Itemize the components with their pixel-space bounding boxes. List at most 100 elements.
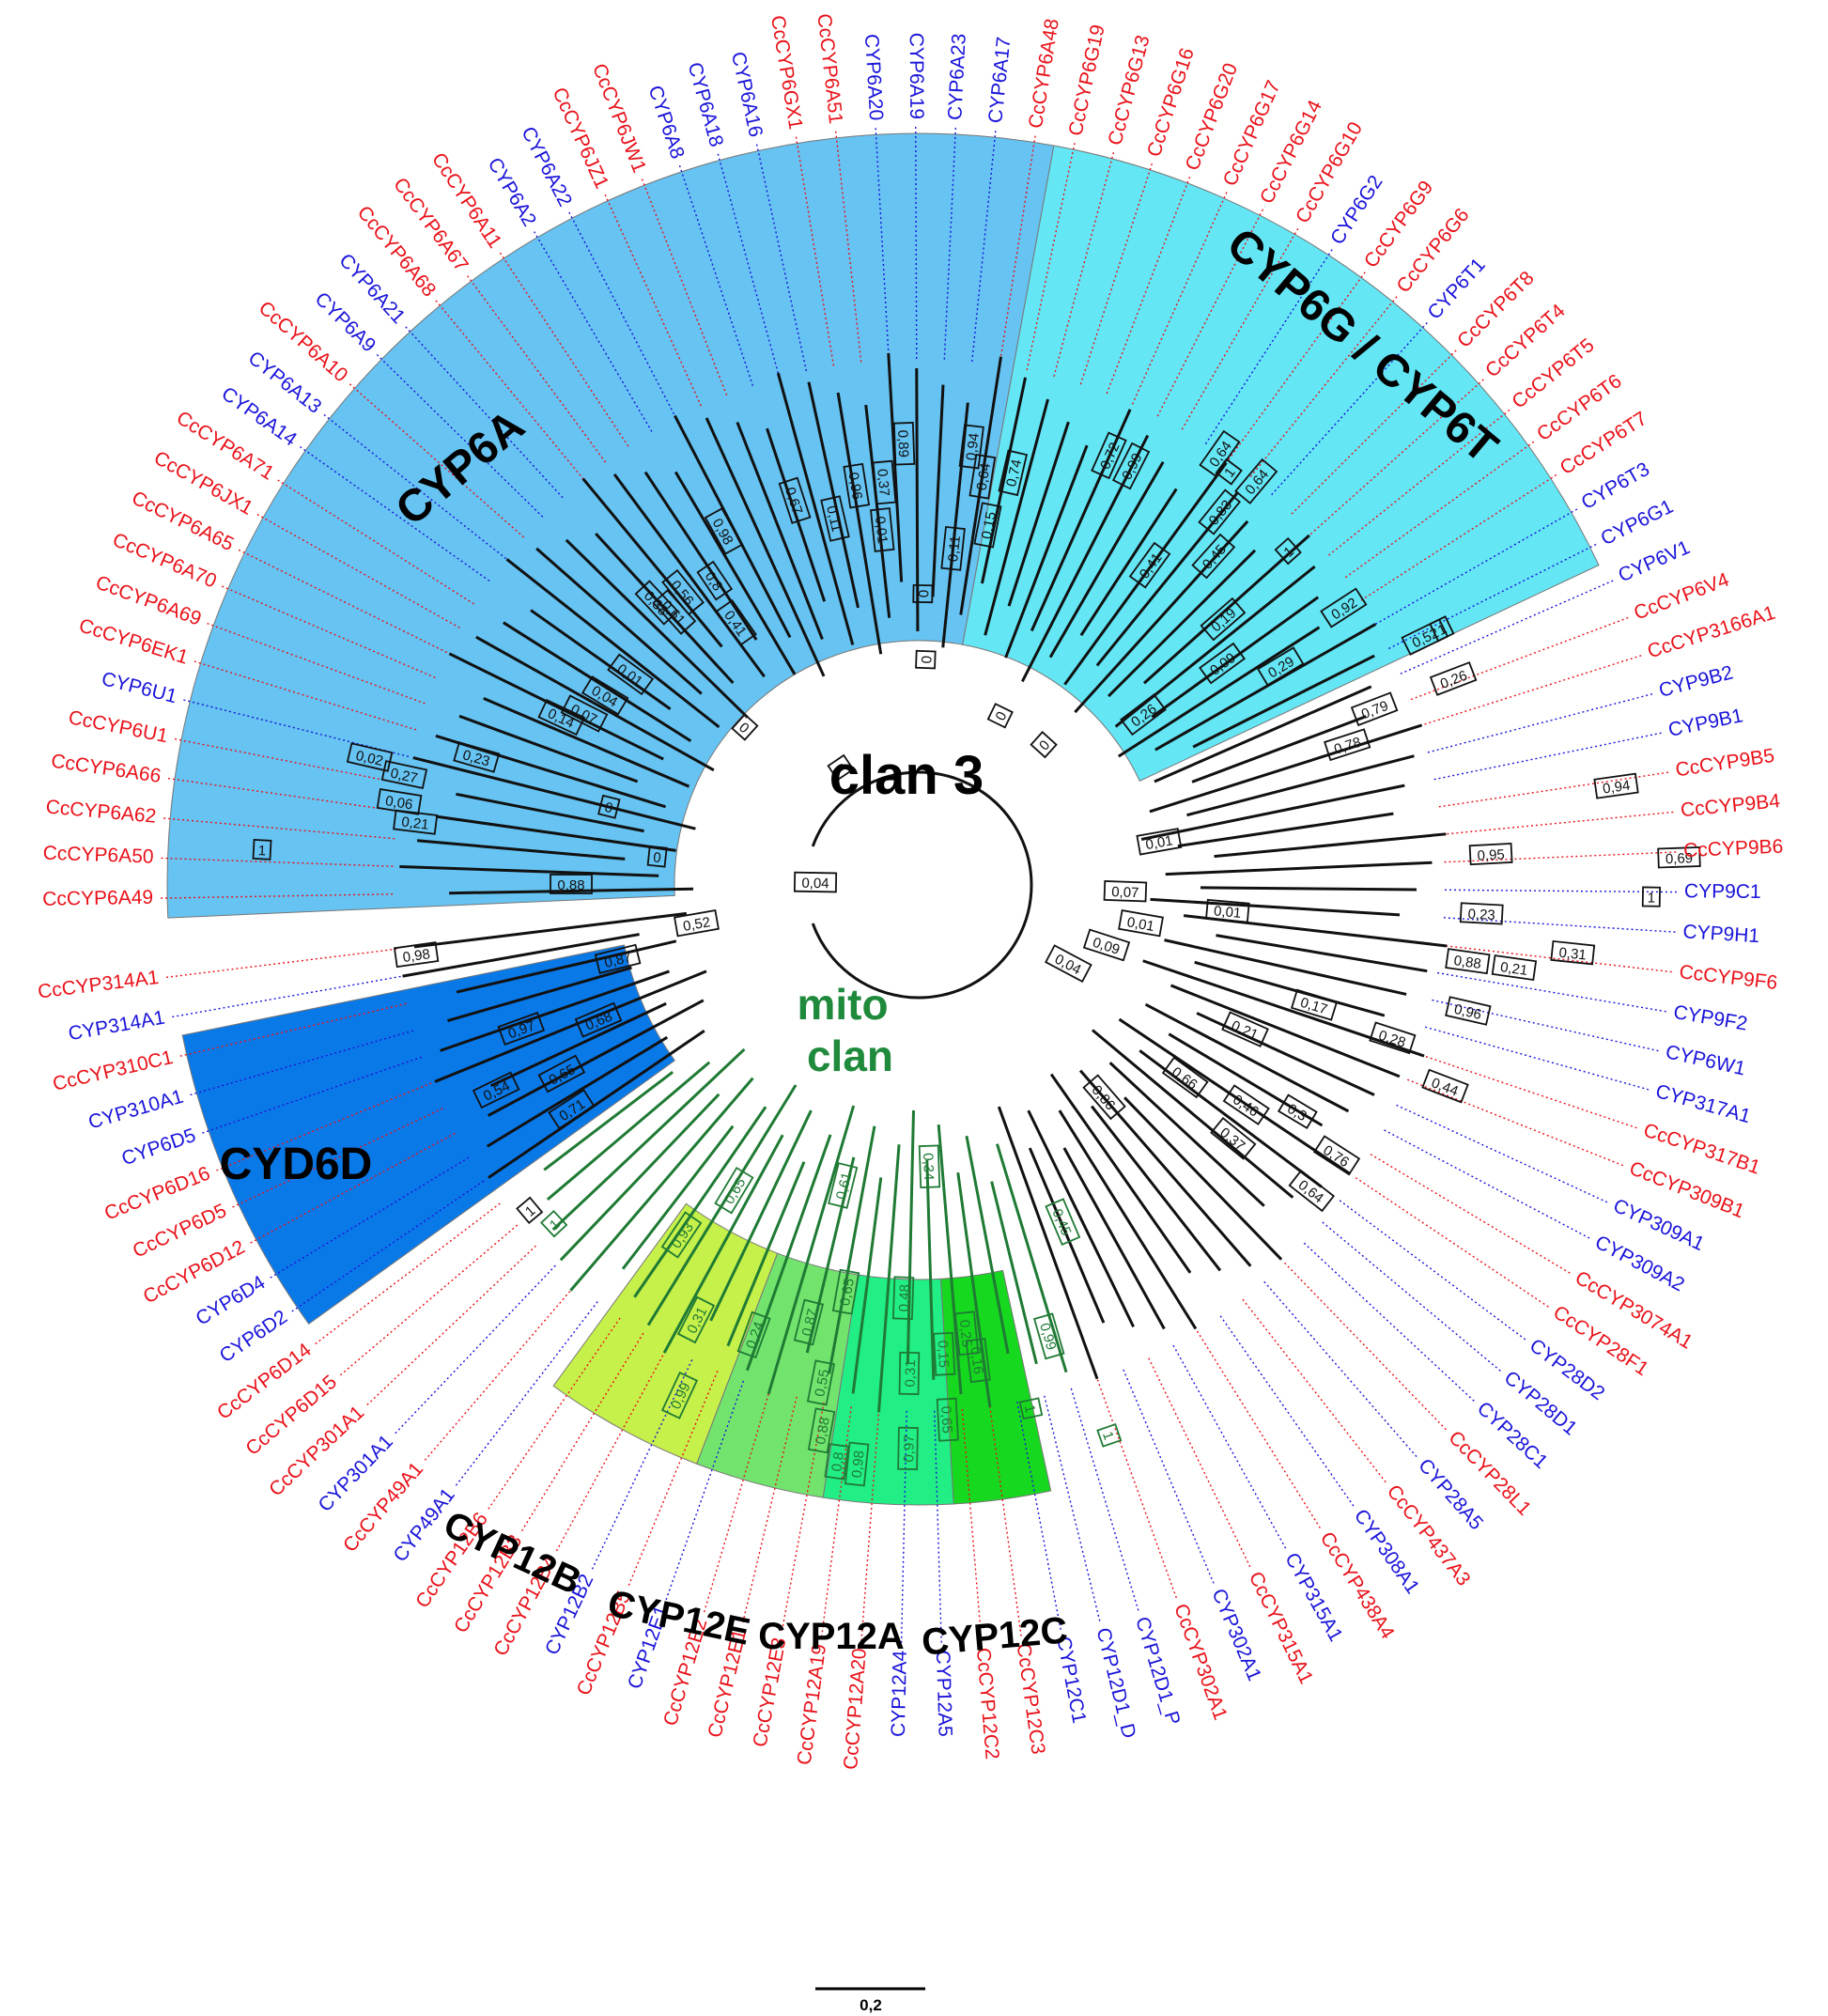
leaf-label: CYP310A1 — [86, 1086, 186, 1134]
branch — [399, 864, 659, 877]
branch — [767, 1105, 856, 1395]
svg-text:0,87: 0,87 — [799, 1308, 822, 1338]
svg-text:0,88: 0,88 — [557, 877, 584, 893]
branch — [546, 1061, 711, 1202]
branch — [1063, 461, 1228, 686]
leaf-connector — [1438, 771, 1671, 808]
svg-text:0,23: 0,23 — [1467, 907, 1495, 924]
support-value: 0,02 — [346, 742, 394, 772]
support-value: 0,87 — [793, 1298, 825, 1346]
svg-text:0,69: 0,69 — [1665, 850, 1694, 867]
tree-branches — [399, 352, 1448, 1413]
branch — [1114, 565, 1316, 728]
branch — [1191, 715, 1367, 783]
leaf-connector — [641, 177, 728, 395]
branch — [1062, 1147, 1166, 1330]
leaf-label: CcCYP314A1 — [37, 967, 160, 1003]
leaf-connector — [434, 298, 584, 480]
svg-text:0,98: 0,98 — [402, 946, 431, 966]
leaf-connector — [1344, 440, 1536, 579]
support-value: 0,52 — [674, 908, 720, 938]
leaf-connector — [1026, 141, 1077, 371]
leaf-connector — [567, 209, 677, 419]
svg-text:0: 0 — [993, 709, 1011, 723]
branch — [807, 381, 860, 609]
branch — [402, 933, 640, 978]
leaf-label: CcCYP6A49 — [42, 887, 153, 910]
leaf-connector — [664, 1380, 745, 1603]
leaf-connector — [1156, 207, 1264, 417]
branch — [1020, 434, 1150, 683]
branch — [736, 421, 824, 640]
svg-text:0,07: 0,07 — [1111, 884, 1139, 901]
leaf-connector — [1242, 1298, 1387, 1484]
leaf-connector — [860, 1409, 880, 1643]
leaf-connector — [795, 134, 835, 366]
branch — [435, 734, 666, 809]
svg-text:0,88: 0,88 — [1453, 953, 1482, 972]
branch — [1144, 1002, 1350, 1113]
support-value: 0,76 — [1312, 1135, 1361, 1176]
branch — [1027, 1109, 1135, 1328]
support-value: 0,95 — [1468, 842, 1513, 866]
leaf-connector — [214, 1082, 432, 1172]
branch — [1142, 534, 1310, 685]
support-value: 0,98 — [393, 941, 440, 969]
svg-text:0,74: 0,74 — [1003, 457, 1025, 488]
branch — [1165, 861, 1433, 876]
support-value: 0,86 — [1082, 1074, 1126, 1121]
svg-text:0: 0 — [652, 849, 661, 866]
svg-text:0,94: 0,94 — [1602, 778, 1631, 798]
branch — [559, 1093, 720, 1262]
branch — [1048, 461, 1165, 659]
leaf-label: CYP6T3 — [1578, 458, 1653, 514]
branch — [434, 969, 707, 1083]
leaf-connector — [755, 142, 808, 372]
leaf-connector — [1406, 1078, 1625, 1168]
leaf-connector — [192, 659, 417, 731]
svg-text:0,37: 0,37 — [874, 468, 891, 497]
leaf-connector — [971, 129, 997, 362]
svg-text:0,55: 0,55 — [812, 1368, 832, 1398]
mito-label: mito — [797, 980, 888, 1029]
branch — [981, 377, 1028, 584]
leaf-connector — [1123, 1369, 1216, 1586]
branch — [530, 609, 672, 710]
leaf-label: CYP12A4 — [888, 1650, 911, 1737]
svg-text:0,21: 0,21 — [1499, 959, 1528, 979]
leaf-label: CYP317A1 — [1653, 1080, 1753, 1127]
support-value: 0,88 — [807, 1407, 836, 1454]
branch — [503, 621, 692, 742]
svg-text:0,04: 0,04 — [801, 876, 829, 892]
branch — [1092, 1029, 1294, 1199]
branch — [662, 1134, 784, 1354]
leaf-label: CcCYP9B4 — [1680, 790, 1781, 821]
support-value: 0,11 — [820, 495, 850, 542]
leaf-label: CcCYP9F6 — [1678, 961, 1778, 994]
branch — [746, 1134, 832, 1372]
branch — [1004, 444, 1089, 659]
support-value: 0,31 — [898, 1351, 921, 1395]
branch — [941, 402, 969, 648]
branch — [1149, 723, 1423, 814]
leaf-connector — [1396, 1104, 1610, 1204]
branch — [475, 635, 715, 772]
leaf-label: CcCYP6A50 — [42, 843, 154, 868]
support-value: 0,16 — [965, 1338, 991, 1384]
support-value: 0,65 — [936, 1397, 959, 1442]
leaf-connector — [375, 352, 544, 518]
leaf-label: CYP9F2 — [1672, 1001, 1749, 1035]
leaf-label: CcCYP12A20 — [840, 1648, 871, 1771]
support-value: 0,28 — [1369, 1021, 1417, 1055]
leaf-label: CYP6V1 — [1615, 536, 1693, 586]
leaf-connector — [1437, 971, 1668, 1013]
leaf-label: CYP9C1 — [1684, 880, 1761, 903]
svg-text:0,97: 0,97 — [901, 1434, 918, 1462]
branch — [446, 966, 632, 1022]
leaf-connector — [1374, 507, 1579, 625]
svg-text:0,15: 0,15 — [979, 510, 999, 540]
branch — [1074, 520, 1249, 714]
support-value: 0,01 — [1118, 908, 1164, 938]
leaf-connector — [1079, 162, 1154, 385]
